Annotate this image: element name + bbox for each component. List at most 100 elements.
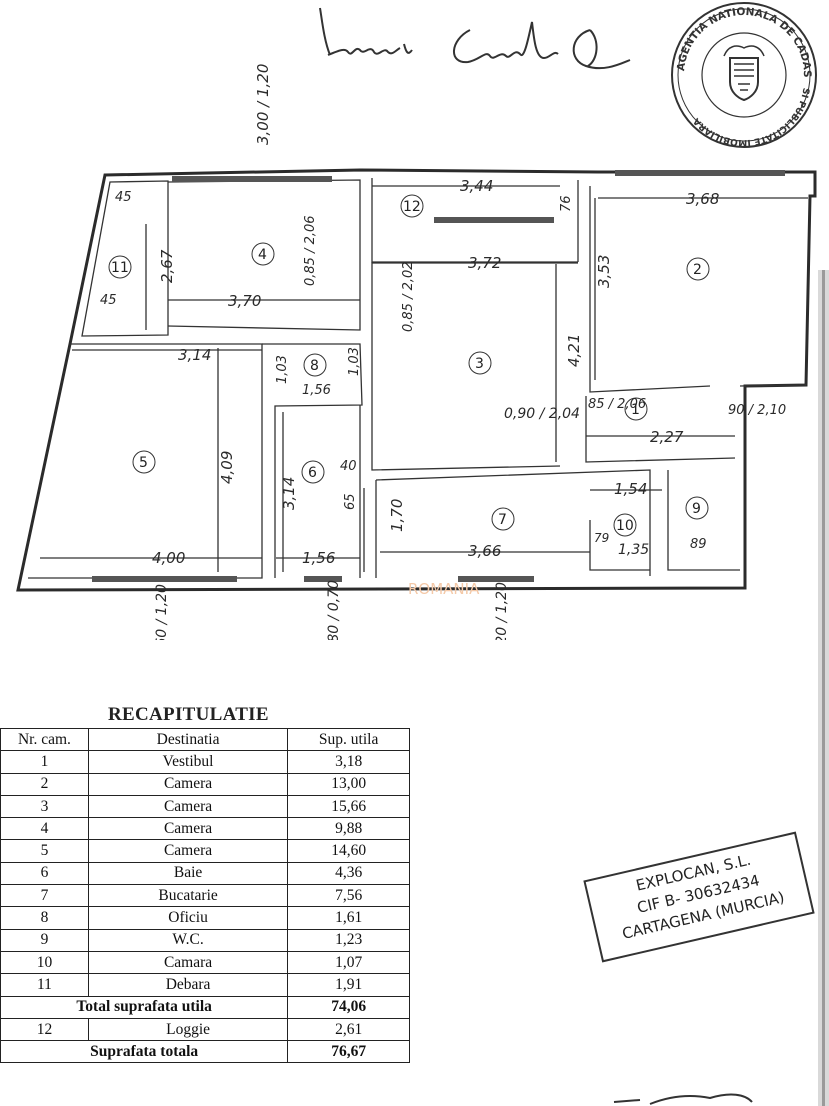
room-number: 8 bbox=[310, 358, 319, 374]
dim-label: 65 bbox=[343, 493, 358, 510]
dim-label: 3,70 bbox=[228, 292, 261, 310]
total-util-value: 74,06 bbox=[287, 995, 410, 1019]
room-number: 7 bbox=[498, 512, 507, 528]
dim-label: 3,14 bbox=[178, 346, 211, 364]
total-label: Suprafata totala bbox=[0, 1040, 289, 1064]
dim-label: 0,90 / 2,04 bbox=[504, 406, 580, 422]
dim-label: 2,67 bbox=[158, 249, 176, 283]
destination-cell: W.C. bbox=[87, 928, 289, 952]
room-number: 11 bbox=[111, 260, 129, 276]
room-number: 6 bbox=[308, 465, 317, 481]
dim-label: 3,72 bbox=[468, 254, 501, 272]
room-number-cell: 2 bbox=[0, 772, 89, 796]
destination-cell: Camera bbox=[87, 794, 289, 819]
destination-cell: Camara bbox=[87, 950, 289, 975]
table-title: RECAPITULATIE bbox=[108, 704, 269, 725]
room-number: 9 bbox=[692, 501, 701, 517]
dim-label: 1,03 bbox=[347, 347, 362, 376]
dim-label: 76 bbox=[559, 195, 574, 212]
area-cell: 9,88 bbox=[287, 817, 410, 841]
dim-label: 3,44 bbox=[460, 177, 493, 195]
col-header: Nr. cam. bbox=[0, 727, 89, 752]
dim-label: 90 / 2,10 bbox=[728, 403, 786, 418]
room-number: 5 bbox=[139, 455, 148, 471]
dim-label: 1,56 bbox=[302, 549, 335, 567]
room-number-cell: 5 bbox=[0, 839, 89, 863]
dim-label: 4,21 bbox=[565, 334, 583, 367]
loggia-no: 12 bbox=[0, 1017, 89, 1042]
dim-label: 45 bbox=[115, 190, 132, 205]
total-util-label: Total suprafata utila bbox=[0, 995, 289, 1019]
destination-cell: Camera bbox=[87, 839, 289, 863]
room-number: 10 bbox=[616, 518, 634, 534]
destination-cell: Vestibul bbox=[87, 750, 289, 774]
area-cell: 1,07 bbox=[287, 950, 410, 975]
dim-label: 40 bbox=[340, 459, 357, 474]
room-number-cell: 7 bbox=[0, 884, 89, 908]
destination-cell: Camera bbox=[87, 772, 289, 796]
room-number: 4 bbox=[258, 247, 267, 263]
col-header: Sup. utila bbox=[287, 727, 410, 752]
room-number-cell: 4 bbox=[0, 817, 89, 841]
room-number: 12 bbox=[403, 199, 421, 215]
dim-label: 1,35 bbox=[618, 542, 649, 558]
dim-label: 1,56 bbox=[302, 383, 331, 398]
dim-label: 79 bbox=[594, 531, 609, 545]
dim-label: 85 / 2,06 bbox=[588, 397, 646, 412]
dim-label: 3,66 bbox=[468, 542, 501, 560]
dim-label: 1,54 bbox=[614, 480, 647, 498]
room-number-cell: 6 bbox=[0, 861, 89, 886]
dim-label: 0,85 / 2,02 bbox=[401, 261, 416, 332]
dim-label: 1,70 bbox=[388, 499, 406, 532]
dim-label: 3,53 bbox=[595, 255, 613, 288]
area-cell: 3,18 bbox=[287, 750, 410, 774]
dim-label: 4,09 bbox=[218, 451, 236, 484]
area-cell: 13,00 bbox=[287, 772, 410, 796]
room-number: 3 bbox=[475, 356, 484, 372]
room-number: 1 bbox=[631, 402, 640, 418]
signature bbox=[319, 7, 631, 70]
partial-mark bbox=[613, 1093, 753, 1105]
area-cell: 7,56 bbox=[287, 884, 410, 908]
destination-cell: Bucatarie bbox=[87, 884, 289, 908]
area-cell: 1,23 bbox=[287, 928, 410, 952]
room-number-cell: 11 bbox=[0, 973, 89, 997]
company-stamp: EXPLOCAN, S.L. CIF B- 30632434 CARTAGENA… bbox=[583, 831, 815, 963]
dim-label: 1,03 bbox=[275, 355, 290, 384]
room-number-cell: 1 bbox=[0, 750, 89, 774]
destination-cell: Camera bbox=[87, 817, 289, 841]
room-number-cell: 9 bbox=[0, 928, 89, 952]
dim-label: 2,60 / 1,20 bbox=[154, 584, 170, 640]
dim-label: 0,85 / 2,06 bbox=[303, 215, 318, 286]
dim-label: 4,00 bbox=[152, 549, 185, 567]
room-number-cell: 10 bbox=[0, 950, 89, 975]
dim-label: 89 bbox=[690, 537, 707, 552]
dim-label: 3,00 / 1,20 bbox=[254, 64, 272, 145]
page-edge bbox=[822, 270, 825, 1106]
total-value: 76,67 bbox=[287, 1040, 410, 1064]
loggia-label: Loggie bbox=[87, 1017, 289, 1042]
dim-label: 0,80 / 0,70 bbox=[326, 580, 342, 640]
dim-label: 45 bbox=[100, 293, 117, 308]
area-cell: 14,60 bbox=[287, 839, 410, 863]
destination-cell: Debara bbox=[87, 973, 289, 997]
area-cell: 1,91 bbox=[287, 973, 410, 997]
loggia-value: 2,61 bbox=[287, 1017, 410, 1042]
destination-cell: Oficiu bbox=[87, 906, 289, 930]
agency-seal: AGENTIA NATIONALA DE CADASTRU SI PUBLICI… bbox=[654, 0, 817, 148]
floor-plan: 1 2 3 4 5 6 7 8 9 10 11 12 3,00 / 1,20 3… bbox=[16, 64, 817, 640]
dim-label: 3,14 bbox=[280, 477, 298, 510]
destination-cell: Baie bbox=[87, 861, 289, 886]
dim-label: 3,68 bbox=[686, 190, 719, 208]
room-number-cell: 8 bbox=[0, 906, 89, 930]
watermark: ROMANIA bbox=[408, 580, 480, 598]
